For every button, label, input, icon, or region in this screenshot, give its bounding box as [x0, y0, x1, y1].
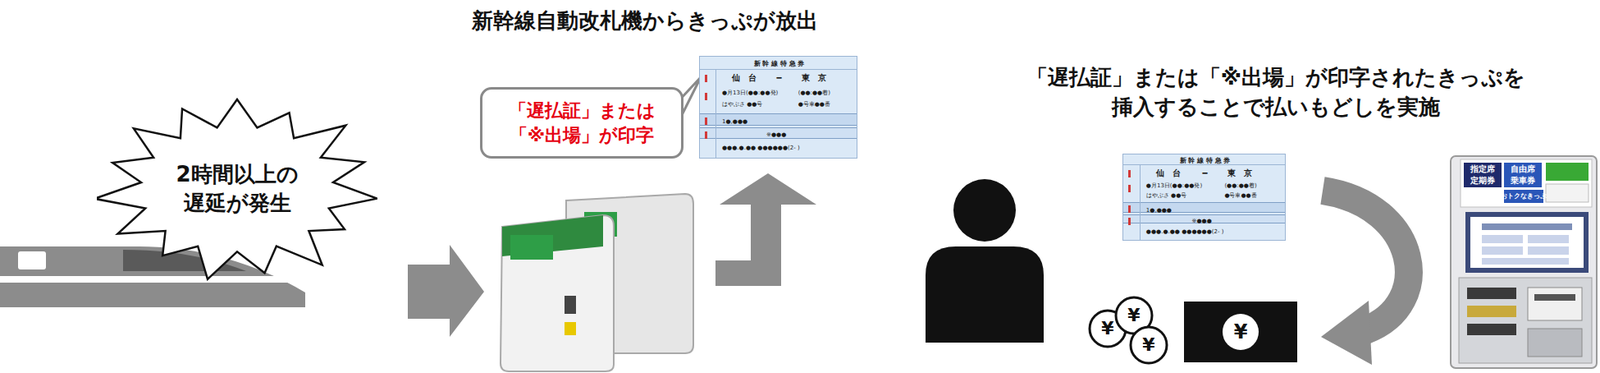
ticket-text: 仙 台: [731, 73, 757, 83]
ticket-rule: [1139, 164, 1141, 240]
machine-label: 乗車券: [1510, 176, 1536, 185]
ticket-slot: [564, 295, 576, 314]
ticket-text: (●●:●●着): [798, 90, 831, 97]
alert-burst: 2時間以上の 遅延が発生: [96, 96, 378, 281]
gate-panel: [510, 234, 554, 260]
title: 新幹線自動改札機からきっぷが放出: [471, 6, 819, 36]
ticket-mark: [704, 117, 708, 125]
ticket-mark: [704, 74, 708, 83]
ticket-text: ●●●.●.●● ●●●●●●(2- ): [722, 145, 800, 152]
burst-outline: [96, 96, 378, 281]
ticket-text: (●●:●●着): [1224, 182, 1257, 190]
callout-text: 「遅払証」または 「※出場」が印字: [496, 98, 668, 147]
gate-unit: [500, 214, 614, 371]
ticket-text: ●号車●●番: [1224, 192, 1257, 200]
machine-lower: [1458, 277, 1592, 363]
ticket-card: 新 幹 線 特 急 券仙 台 ━ 東 京 ●月13日(●●:●●発) (●●:●●着) は…: [1122, 153, 1286, 241]
currency-symbol: ¥: [1127, 306, 1140, 325]
banknote-mark: [1222, 313, 1259, 350]
ticket-card: 新 幹 線 特 急 券仙 台 ━ 東 京 ●月13日(●●:●●発) (●●:●●着) は…: [699, 55, 858, 159]
burst-outline: [96, 99, 377, 279]
currency-symbol: ¥: [1101, 319, 1114, 338]
ticket-text: ━: [1202, 168, 1207, 178]
ticket-text: ※●●●: [766, 132, 787, 139]
card-reader: [1527, 287, 1582, 320]
machine-button: [1504, 162, 1542, 188]
machine-button: [1463, 162, 1502, 188]
coin-tray: [1527, 328, 1582, 357]
ticket-rule: [699, 68, 857, 70]
machine-body: [1450, 155, 1597, 368]
machine-screen: [1470, 216, 1584, 268]
callout-bubble: 「遅払証」または 「※出場」が印字: [480, 86, 684, 159]
banknote: [1184, 301, 1298, 362]
machine-screen: [1465, 211, 1589, 273]
ticket-text: はやぶさ ●●号: [722, 101, 763, 109]
ticket-mark: [704, 131, 708, 139]
ticket-text: はやぶさ ●●号: [1146, 192, 1187, 200]
ticket-mark: [1128, 205, 1131, 213]
currency-symbol: ¥: [1234, 321, 1248, 342]
screen-item: [1481, 223, 1573, 230]
ticket-text: ●●●.●.●● ●●●●●●(2- ): [1146, 228, 1225, 236]
ticket-mark: [704, 92, 708, 101]
screen-item: [1527, 246, 1569, 255]
ticket-text: 東 京: [1227, 168, 1253, 178]
machine-label: 指定席: [1470, 164, 1495, 174]
train-stripe: [0, 275, 306, 283]
ic-reader: [564, 321, 576, 335]
machine-slot: [1467, 323, 1517, 335]
alert-text: 2時間以上の 遅延が発生: [162, 160, 312, 218]
flow-arrow: [407, 244, 485, 337]
train-window: [18, 251, 46, 270]
machine-slot: [1467, 287, 1517, 299]
ticket-text: ※●●●: [1192, 218, 1212, 225]
ticket-mark: [1128, 169, 1131, 178]
ticket-text: 仙 台: [1156, 168, 1181, 178]
screen-item: [1481, 257, 1569, 265]
ticket-text: 1●,●●●: [1146, 207, 1172, 215]
screen-item: [1481, 234, 1523, 243]
ticket-text: ●月13日(●●:●●発): [1146, 182, 1203, 190]
machine-slot: [1467, 305, 1517, 317]
ticket-mark: [1128, 217, 1131, 225]
person-head: [953, 178, 1016, 242]
machine-label: おトクなきっぷ: [1500, 192, 1547, 200]
machine-label: 定期券: [1470, 176, 1495, 185]
exit-arrow: [715, 173, 817, 286]
screen-item: [1481, 246, 1523, 255]
ticket-text: 1●,●●●: [722, 118, 748, 126]
ticket-text: 東 京: [801, 73, 827, 83]
machine-badge: [1545, 183, 1589, 202]
ticket-text: ●月13日(●●:●●発): [722, 90, 778, 97]
ticket-text: ●号車●●番: [798, 101, 831, 109]
ticket-mark: [1128, 184, 1131, 192]
machine-header: [1460, 159, 1592, 207]
ticket-rule: [1123, 164, 1285, 165]
refund-arrowhead: [1321, 300, 1372, 365]
coin: [1130, 326, 1167, 363]
ticket-text: 新 幹 線 特 急 券: [754, 60, 805, 69]
ticket-text: ━: [776, 73, 782, 83]
machine-badge: [1545, 162, 1589, 181]
screen-item: [1527, 234, 1569, 243]
card-slot: [1534, 293, 1576, 301]
machine-label: 自由席: [1510, 164, 1536, 174]
ticket-rule: [715, 68, 717, 158]
person-body: [925, 246, 1044, 343]
ticket-text: 新 幹 線 特 急 券: [1179, 157, 1231, 165]
currency-symbol: ¥: [1142, 335, 1155, 354]
heading-label: 「遅払証」または「※出場」が印字されたきっぷを 挿入することで払いもどしを実施: [1005, 62, 1547, 123]
